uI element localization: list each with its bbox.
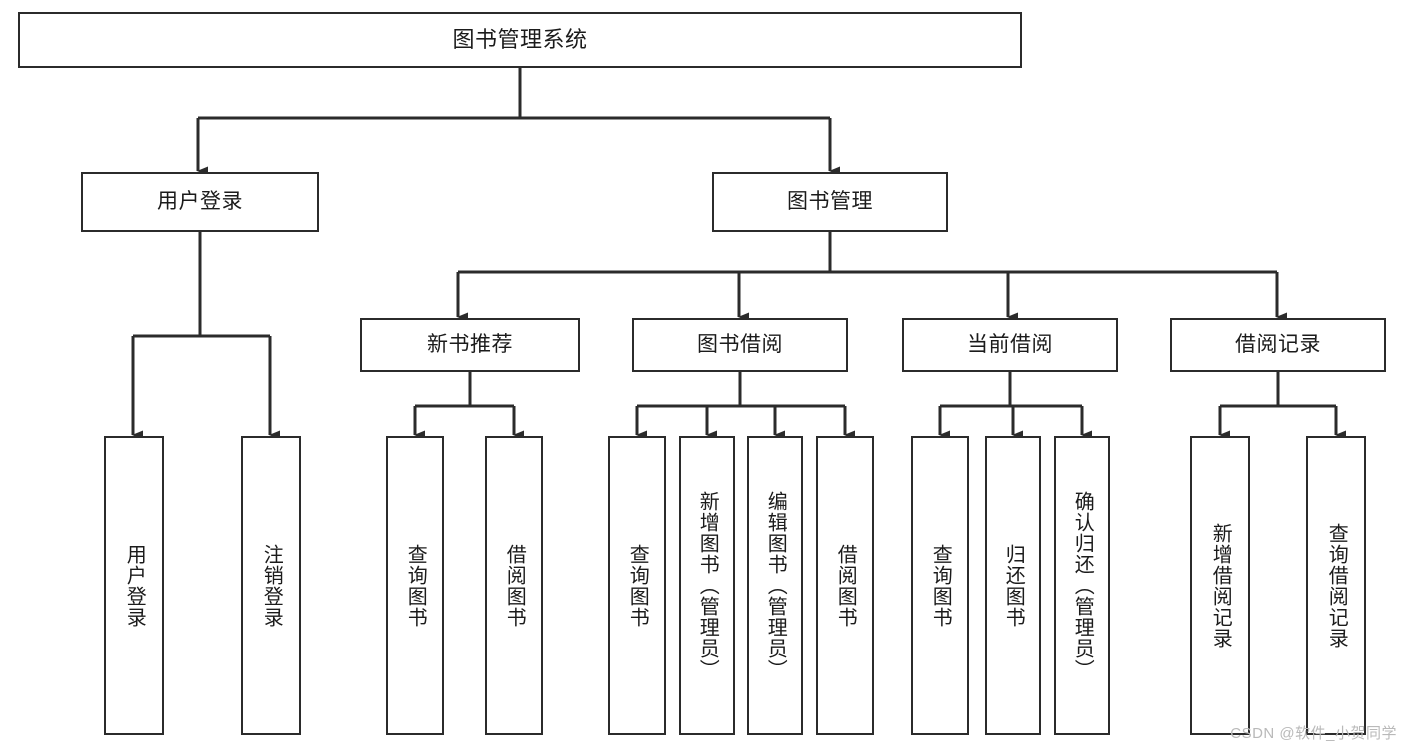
node-label: 查询图书 [404, 543, 427, 628]
node-label: 用户登录 [157, 190, 243, 214]
node-label: 查询图书 [626, 543, 649, 628]
node-label: 图书借阅 [697, 333, 783, 357]
node-user-login[interactable]: 用户登录 [81, 172, 319, 232]
node-label: 确认归还（管理员） [1071, 491, 1094, 680]
node-leaf-query-book-2[interactable]: 查询图书 [608, 436, 666, 735]
node-leaf-edit-book-admin[interactable]: 编辑图书（管理员） [747, 436, 803, 735]
node-label: 编辑图书（管理员） [764, 491, 787, 680]
node-leaf-borrow-book-1[interactable]: 借阅图书 [485, 436, 543, 735]
node-label: 借阅记录 [1235, 333, 1321, 357]
node-leaf-user-login[interactable]: 用户登录 [104, 436, 164, 735]
node-label: 注销登录 [260, 543, 283, 628]
node-label: 查询图书 [929, 543, 952, 628]
node-label: 查询借阅记录 [1325, 522, 1348, 649]
node-book-manage[interactable]: 图书管理 [712, 172, 948, 232]
node-root[interactable]: 图书管理系统 [18, 12, 1022, 68]
node-borrow-record[interactable]: 借阅记录 [1170, 318, 1386, 372]
node-leaf-borrow-book-2[interactable]: 借阅图书 [816, 436, 874, 735]
node-leaf-add-book-admin[interactable]: 新增图书（管理员） [679, 436, 735, 735]
node-current-borrow[interactable]: 当前借阅 [902, 318, 1118, 372]
node-leaf-query-book-3[interactable]: 查询图书 [911, 436, 969, 735]
watermark-text: CSDN @软件_小贺同学 [1230, 725, 1397, 742]
node-leaf-confirm-return-admin[interactable]: 确认归还（管理员） [1054, 436, 1110, 735]
node-leaf-return-book[interactable]: 归还图书 [985, 436, 1041, 735]
node-new-book-recommend[interactable]: 新书推荐 [360, 318, 580, 372]
node-label: 借阅图书 [834, 543, 857, 628]
node-leaf-user-logout[interactable]: 注销登录 [241, 436, 301, 735]
node-book-borrow[interactable]: 图书借阅 [632, 318, 848, 372]
node-label: 当前借阅 [967, 333, 1053, 357]
node-leaf-add-borrow-record[interactable]: 新增借阅记录 [1190, 436, 1250, 735]
node-label: 图书管理系统 [452, 26, 588, 52]
node-leaf-query-borrow-record[interactable]: 查询借阅记录 [1306, 436, 1366, 735]
node-leaf-query-book-1[interactable]: 查询图书 [386, 436, 444, 735]
node-label: 用户登录 [123, 543, 146, 628]
node-label: 借阅图书 [503, 543, 526, 628]
node-label: 新增图书（管理员） [696, 491, 719, 680]
node-label: 图书管理 [787, 190, 873, 214]
node-label: 新增借阅记录 [1209, 522, 1232, 649]
node-label: 归还图书 [1002, 543, 1025, 628]
node-label: 新书推荐 [427, 333, 513, 357]
connector-lines [131, 68, 1346, 440]
